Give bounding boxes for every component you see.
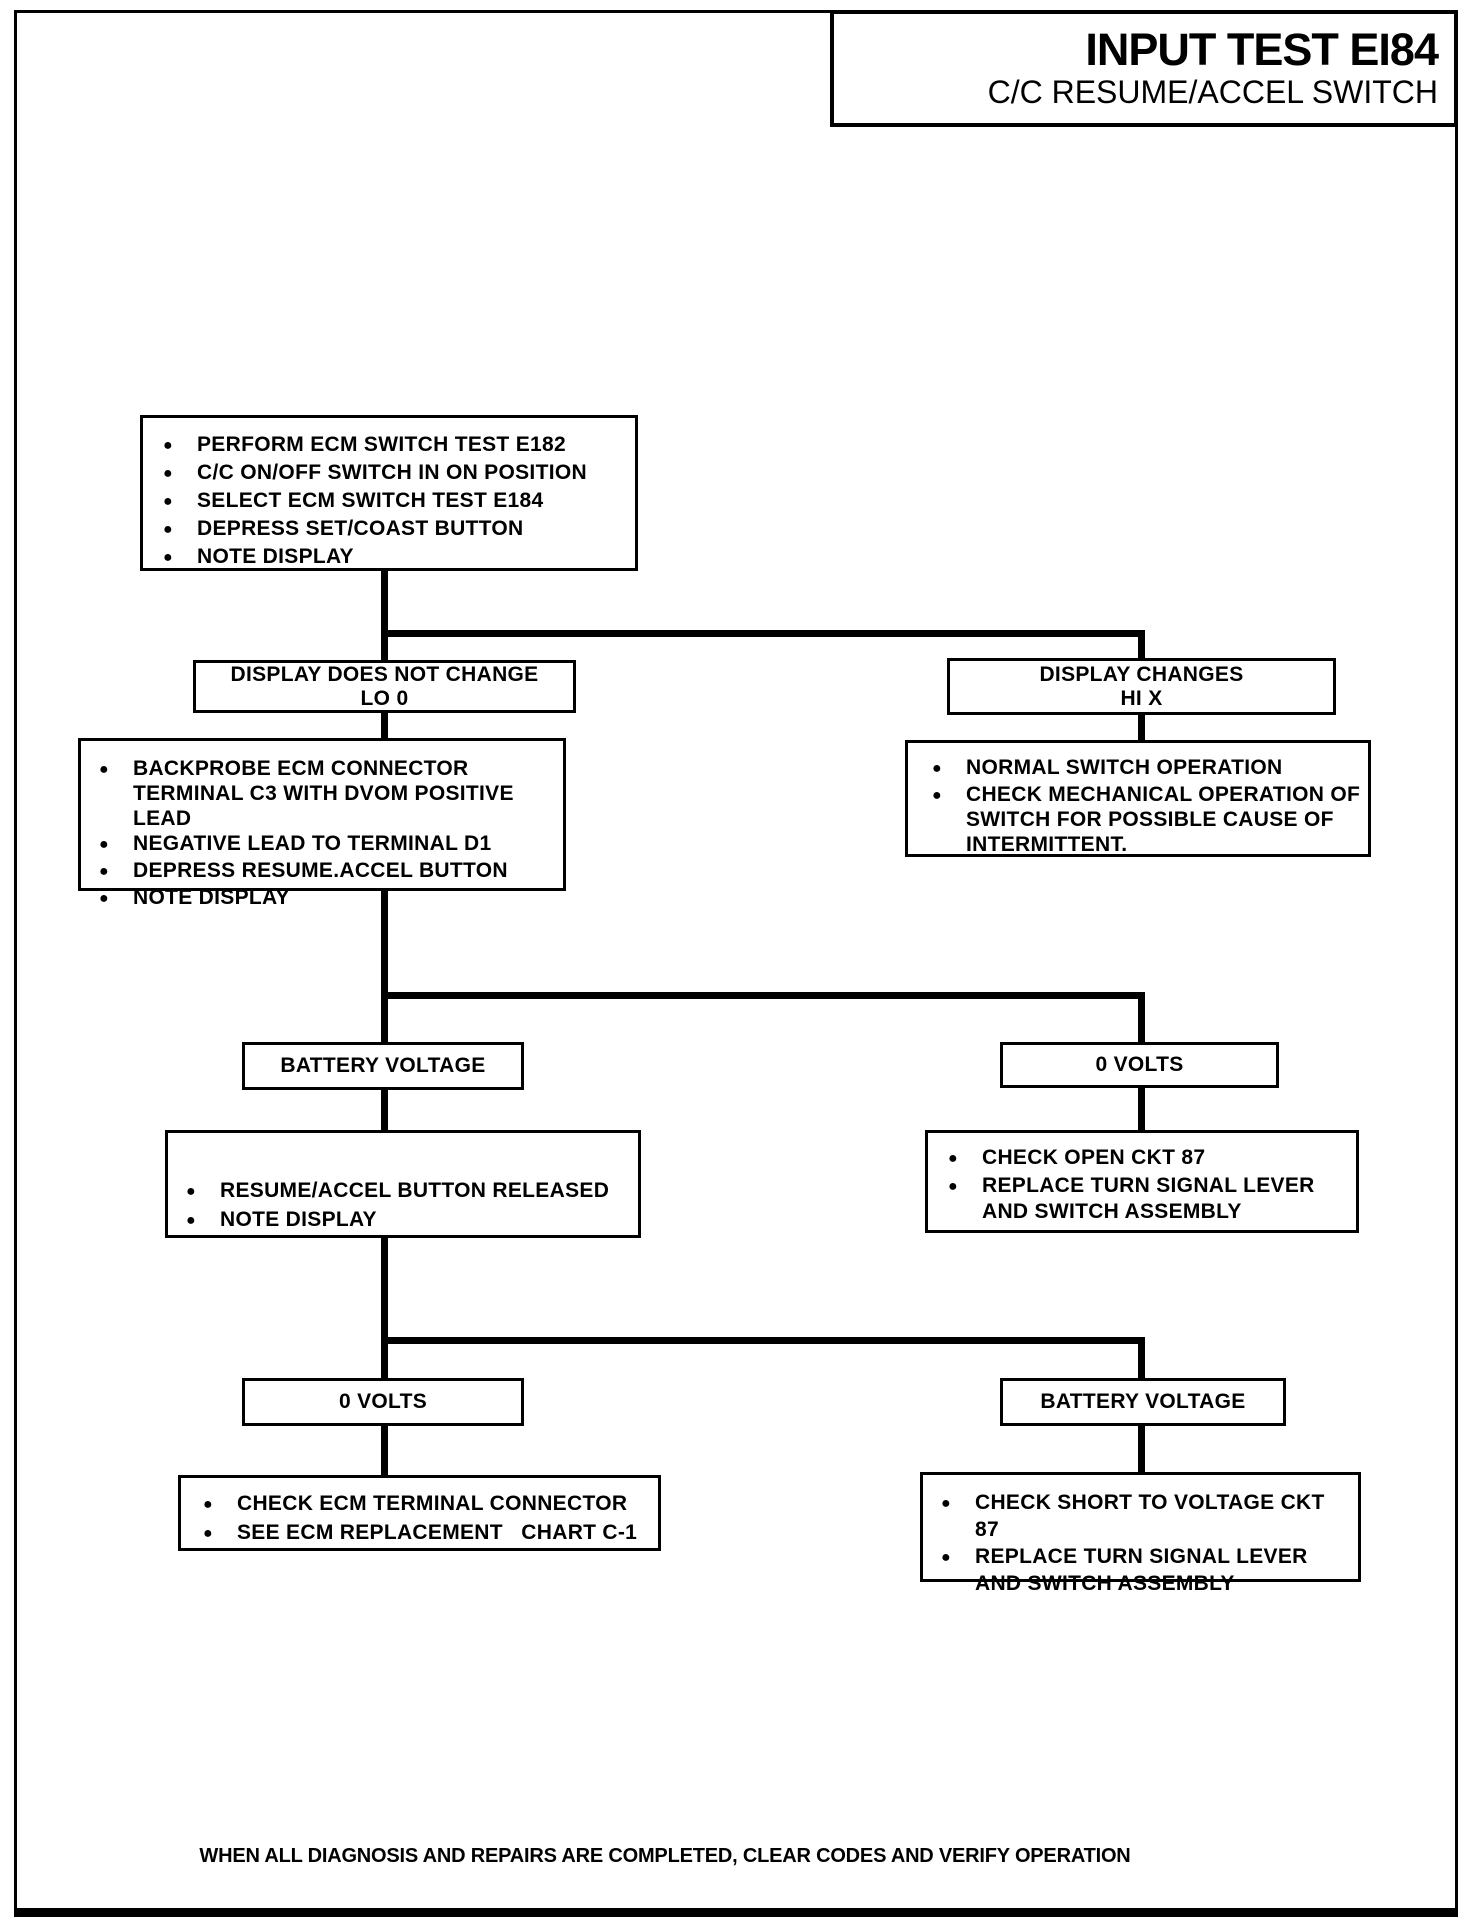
result-line: BATTERY VOLTAGE <box>1040 1390 1246 1413</box>
bullet-icon <box>203 1519 237 1548</box>
connector-branch2-horizontal <box>381 992 1145 999</box>
connector-branch3-left-down <box>381 1235 388 1381</box>
bullet-text: NOTE DISPLAY <box>220 1208 377 1231</box>
bullet-icon <box>163 432 197 460</box>
result-0-volts-2: 0 VOLTS <box>242 1378 524 1426</box>
bullet-icon <box>99 756 133 783</box>
bullet-text: DEPRESS SET/COAST BUTTON <box>197 517 524 540</box>
normal-operation-box: NORMAL SWITCH OPERATION CHECK MECHANICAL… <box>905 740 1371 857</box>
connector-branch1-horizontal <box>381 630 1145 637</box>
bullet-item: DEPRESS RESUME.ACCEL BUTTON <box>99 858 557 885</box>
connector-branch2-right-stub <box>1138 1084 1145 1133</box>
bullet-text: REPLACE TURN SIGNAL LEVER AND SWITCH ASS… <box>982 1174 1315 1223</box>
bullet-item: NOTE DISPLAY <box>186 1206 632 1235</box>
resume-released-box: RESUME/ACCEL BUTTON RELEASED NOTE DISPLA… <box>165 1130 641 1238</box>
bullet-item: SEE ECM REPLACEMENT CHART C-1 <box>203 1519 652 1548</box>
result-line: DISPLAY DOES NOT CHANGE <box>230 662 539 686</box>
bullet-text: NORMAL SWITCH OPERATION <box>966 756 1283 779</box>
bullet-item: BACKPROBE ECM CONNECTOR TERMINAL C3 WITH… <box>99 756 557 831</box>
bullet-icon <box>941 1489 975 1518</box>
bullet-icon <box>948 1173 982 1201</box>
bullet-item: NEGATIVE LEAD TO TERMINAL D1 <box>99 831 557 858</box>
connector-branch2-left-stub <box>381 1087 388 1133</box>
bullet-text: NOTE DISPLAY <box>197 545 354 568</box>
result-line: LO 0 <box>360 686 409 710</box>
connector-branch3-horizontal <box>381 1337 1145 1344</box>
bullet-icon <box>186 1177 220 1206</box>
check-open-ckt-box: CHECK OPEN CKT 87 REPLACE TURN SIGNAL LE… <box>925 1130 1359 1233</box>
result-0-volts-1: 0 VOLTS <box>1000 1042 1279 1088</box>
bullet-icon <box>932 782 966 809</box>
bullet-text: CHECK SHORT TO VOLTAGE CKT 87 <box>975 1491 1325 1541</box>
bullet-text: SEE ECM REPLACEMENT CHART C-1 <box>237 1521 638 1544</box>
bullet-text: PERFORM ECM SWITCH TEST E182 <box>197 433 566 456</box>
result-line: HI X <box>1120 686 1163 710</box>
bullet-icon <box>203 1490 237 1519</box>
bullet-text: DEPRESS RESUME.ACCEL BUTTON <box>133 859 508 882</box>
bullet-icon <box>186 1206 220 1235</box>
bullet-text: RESUME/ACCEL BUTTON RELEASED <box>220 1179 610 1202</box>
bullet-icon <box>941 1543 975 1572</box>
result-line: BATTERY VOLTAGE <box>280 1054 486 1077</box>
result-line: 0 VOLTS <box>1095 1053 1184 1076</box>
bullet-item: CHECK ECM TERMINAL CONNECTOR <box>203 1490 652 1519</box>
backprobe-steps-box: BACKPROBE ECM CONNECTOR TERMINAL C3 WITH… <box>78 738 566 909</box>
check-short-voltage-box: CHECK SHORT TO VOLTAGE CKT 87 REPLACE TU… <box>920 1472 1361 1595</box>
bullet-icon <box>163 544 197 572</box>
bullet-icon <box>948 1145 982 1173</box>
bullet-item: REPLACE TURN SIGNAL LEVER AND SWITCH ASS… <box>948 1173 1350 1225</box>
page-subtitle: C/C RESUME/ACCEL SWITCH <box>987 73 1438 110</box>
bullet-icon <box>99 885 133 912</box>
bullet-text: REPLACE TURN SIGNAL LEVER AND SWITCH ASS… <box>975 1545 1308 1595</box>
bullet-icon <box>99 831 133 858</box>
bullet-icon <box>932 755 966 782</box>
page-title: INPUT TEST EI84 <box>1085 24 1439 76</box>
connector-branch3-right-stub <box>1138 1423 1145 1475</box>
bullet-text: CHECK MECHANICAL OPERATION OF SWITCH FOR… <box>966 783 1361 856</box>
bullet-item: CHECK OPEN CKT 87 <box>948 1145 1350 1173</box>
connector-branch3-right-drop <box>1138 1337 1145 1381</box>
bullet-item: REPLACE TURN SIGNAL LEVER AND SWITCH ASS… <box>941 1543 1352 1597</box>
bullet-text: C/C ON/OFF SWITCH IN ON POSITION <box>197 461 587 484</box>
bullet-item: NOTE DISPLAY <box>99 885 557 912</box>
bullet-item: PERFORM ECM SWITCH TEST E182 <box>163 432 627 460</box>
check-ecm-terminal-box: CHECK ECM TERMINAL CONNECTOR SEE ECM REP… <box>178 1475 661 1551</box>
connector-branch1-right-drop <box>1138 630 1145 661</box>
connector-branch1-left-stub <box>381 710 388 741</box>
start-steps-box: PERFORM ECM SWITCH TEST E182 C/C ON/OFF … <box>140 415 638 571</box>
page-border <box>14 10 1458 1917</box>
bullet-text: CHECK ECM TERMINAL CONNECTOR <box>237 1492 628 1515</box>
bullet-icon <box>163 516 197 544</box>
bullet-text: SELECT ECM SWITCH TEST E184 <box>197 489 544 512</box>
bullet-item: DEPRESS SET/COAST BUTTON <box>163 516 627 544</box>
result-display-does-not-change: DISPLAY DOES NOT CHANGE LO 0 <box>193 660 576 713</box>
bullet-text: NOTE DISPLAY <box>133 886 290 909</box>
bullet-item: CHECK MECHANICAL OPERATION OF SWITCH FOR… <box>932 782 1362 857</box>
bullet-item: RESUME/ACCEL BUTTON RELEASED <box>186 1177 632 1206</box>
bullet-text: NEGATIVE LEAD TO TERMINAL D1 <box>133 832 492 855</box>
bullet-item: C/C ON/OFF SWITCH IN ON POSITION <box>163 460 627 488</box>
title-box: INPUT TEST EI84 C/C RESUME/ACCEL SWITCH <box>830 10 1458 127</box>
footer-note: WHEN ALL DIAGNOSIS AND REPAIRS ARE COMPL… <box>199 1845 1131 1867</box>
bullet-icon <box>163 460 197 488</box>
connector-branch1-right-stub <box>1138 712 1145 743</box>
result-battery-voltage-1: BATTERY VOLTAGE <box>242 1042 524 1090</box>
connector-branch3-left-stub <box>381 1423 388 1478</box>
bullet-text: CHECK OPEN CKT 87 <box>982 1146 1206 1169</box>
result-battery-voltage-2: BATTERY VOLTAGE <box>1000 1378 1286 1426</box>
bullet-icon <box>163 488 197 516</box>
connector-branch2-right-drop <box>1138 992 1145 1045</box>
result-display-changes: DISPLAY CHANGES HI X <box>947 658 1336 715</box>
connector-start-down <box>381 568 388 663</box>
bullet-item: SELECT ECM SWITCH TEST E184 <box>163 488 627 516</box>
connector-branch2-left-down <box>381 888 388 1045</box>
bullet-item: NORMAL SWITCH OPERATION <box>932 755 1362 782</box>
bullet-item: CHECK SHORT TO VOLTAGE CKT 87 <box>941 1489 1352 1543</box>
bullet-text: BACKPROBE ECM CONNECTOR TERMINAL C3 WITH… <box>133 757 514 830</box>
bullet-icon <box>99 858 133 885</box>
bullet-item: NOTE DISPLAY <box>163 544 627 572</box>
result-line: 0 VOLTS <box>338 1390 428 1413</box>
result-line: DISPLAY CHANGES <box>1039 662 1244 686</box>
